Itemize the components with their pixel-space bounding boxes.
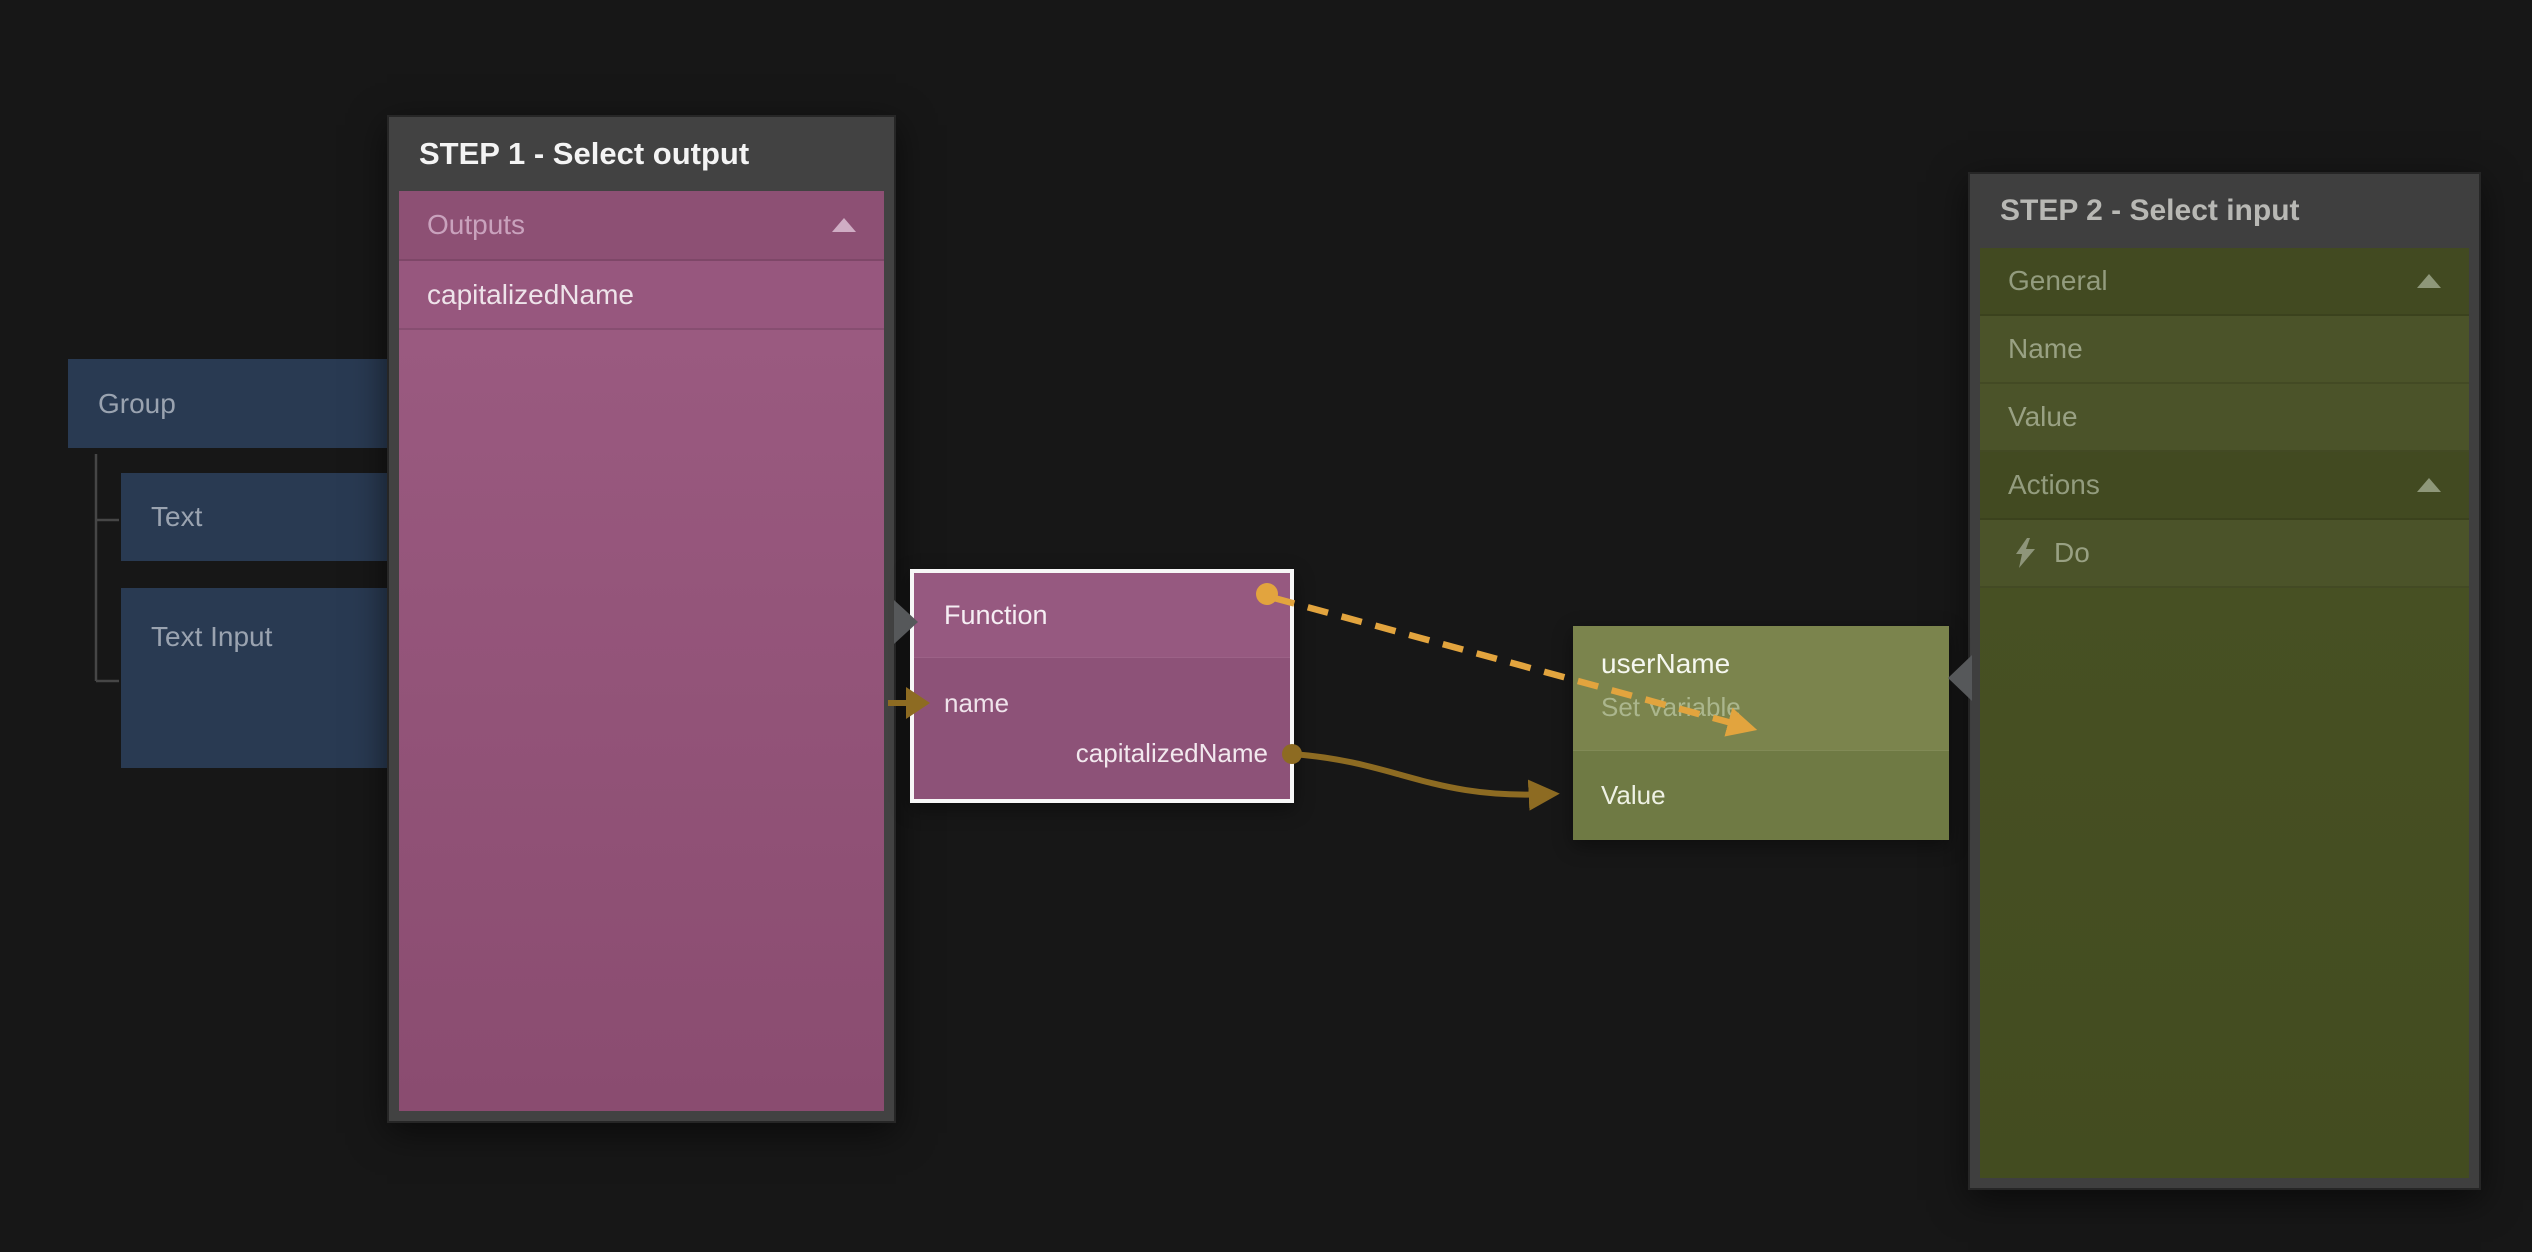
collapse-up-icon[interactable] [2417,478,2441,492]
function-node-title: Function [914,573,1290,658]
set-variable-node[interactable]: userName Set Variable Value [1573,626,1949,840]
step2-panel: STEP 2 - Select input General Name Value… [1968,172,2481,1190]
set-variable-node-subtitle: Set Variable [1601,692,1741,722]
step2-panel-list: General Name Value Actions Do [1980,248,2469,1178]
step2-item-name-label: Name [2008,333,2083,364]
step2-section-actions-label: Actions [2008,469,2100,500]
step2-section-actions[interactable]: Actions [1980,452,2469,520]
set-variable-input-value[interactable]: Value [1601,780,1666,810]
function-output-capitalizedname[interactable]: capitalizedName [1075,738,1268,768]
step1-item-capitalizedname[interactable]: capitalizedName [399,261,884,330]
step2-list-empty-area [1980,588,2469,1178]
tree-connector-lines [94,454,119,683]
node-group[interactable]: Group [68,359,390,448]
step2-section-general-label: General [2008,265,2108,296]
step2-section-general[interactable]: General [1980,248,2469,316]
set-variable-node-title: userName [1601,648,1731,679]
wire-capitalizedname-to-value [1291,751,1560,811]
step1-panel: STEP 1 - Select output Outputs capitaliz… [387,115,896,1123]
node-text-input[interactable]: Text Input [121,588,390,768]
step2-item-value[interactable]: Value [1980,384,2469,452]
step2-item-do-label: Do [2054,537,2090,568]
step1-list-empty-area [399,330,884,1111]
step2-item-do[interactable]: Do [1980,520,2469,588]
node-text-label: Text [151,501,203,532]
set-variable-node-header: userName Set Variable [1573,626,1949,751]
step2-item-name[interactable]: Name [1980,316,2469,384]
step2-item-value-label: Value [2008,401,2078,432]
step1-item-capitalizedname-label: capitalizedName [427,278,634,310]
node-text[interactable]: Text [121,473,390,561]
step1-panel-list: Outputs capitalizedName [399,191,884,1111]
step2-panel-title: STEP 2 - Select input [2000,194,2300,227]
step1-panel-title: STEP 1 - Select output [419,136,750,171]
step1-section-outputs-label: Outputs [427,209,526,240]
lightning-icon [2016,538,2035,568]
step1-section-outputs[interactable]: Outputs [399,191,884,261]
node-text-input-label: Text Input [151,621,273,652]
function-input-name[interactable]: name [944,688,1010,718]
node-group-label: Group [98,387,176,419]
collapse-up-icon[interactable] [832,218,856,232]
function-node[interactable]: Function name capitalizedName [910,569,1294,803]
collapse-up-icon[interactable] [2417,274,2441,288]
